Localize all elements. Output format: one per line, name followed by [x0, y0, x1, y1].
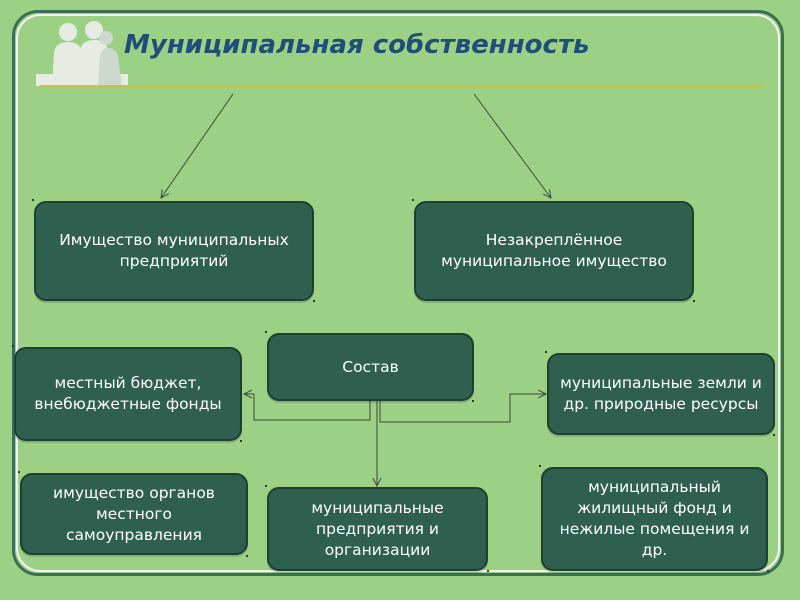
composition-label: Состав — [342, 357, 399, 376]
government-property-box: имущество органов местного самоуправлени… — [20, 473, 248, 555]
title-underline — [40, 85, 764, 88]
enterprises-property-box: Имущество муниципальных предприятий — [34, 201, 314, 301]
lands-resources-box: муниципальные земли и др. природные ресу… — [547, 353, 775, 435]
enterprises-orgs-label: муниципальные предприятия и организации — [311, 498, 444, 559]
housing-fund-label: муниципальный жилищный фонд и нежилые по… — [559, 478, 750, 559]
local-budget-label: местный бюджет, внебюджетные фонды — [34, 374, 222, 413]
business-people-silhouette-icon — [36, 21, 128, 86]
composition-box: Состав — [267, 333, 474, 401]
housing-fund-box: муниципальный жилищный фонд и нежилые по… — [541, 467, 768, 571]
slide-frame — [12, 10, 784, 576]
enterprises-property-label: Имущество муниципальных предприятий — [59, 231, 289, 270]
unassigned-property-label: Незакреплённое муниципальное имущество — [441, 231, 667, 270]
unassigned-property-box: Незакреплённое муниципальное имущество — [414, 201, 694, 301]
government-property-label: имущество органов местного самоуправлени… — [53, 483, 215, 544]
lands-resources-label: муниципальные земли и др. природные ресу… — [560, 374, 762, 413]
enterprises-orgs-box: муниципальные предприятия и организации — [267, 487, 488, 571]
page-title: Муниципальная собственность — [124, 30, 590, 60]
local-budget-box: местный бюджет, внебюджетные фонды — [14, 347, 242, 441]
slide-frame-inner — [16, 14, 780, 572]
